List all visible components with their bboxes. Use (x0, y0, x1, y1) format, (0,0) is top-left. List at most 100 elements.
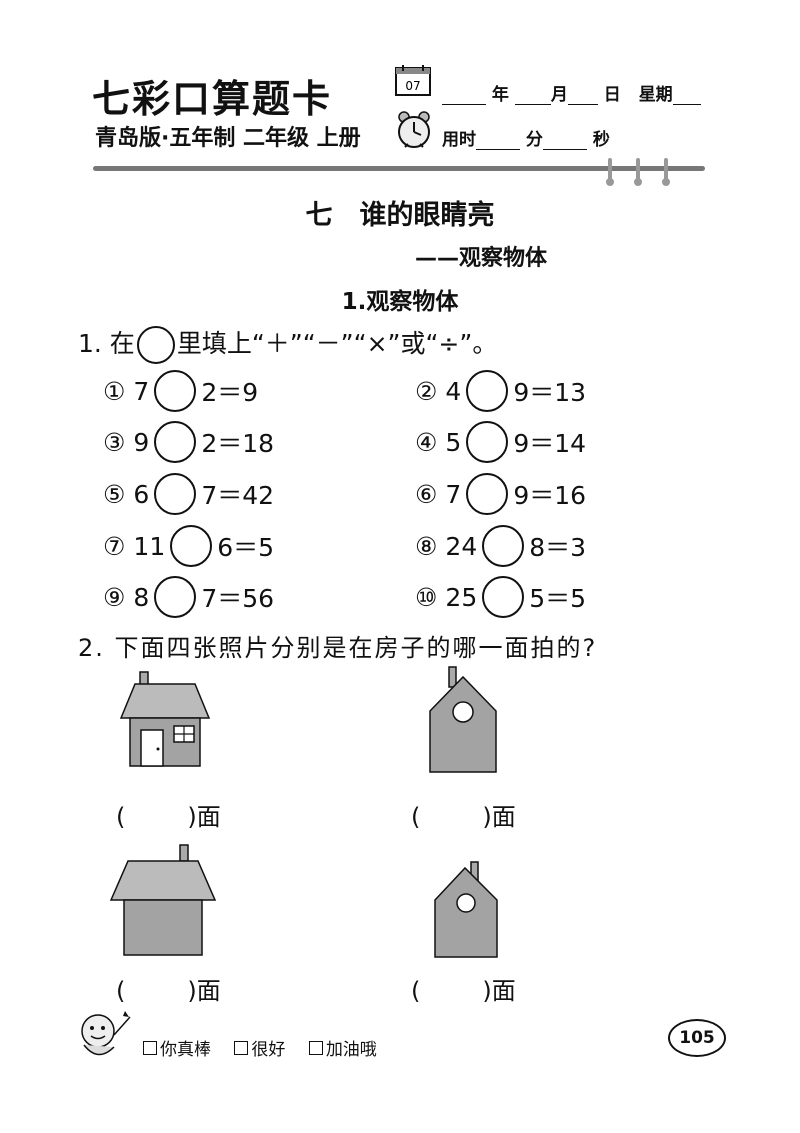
month-blank[interactable] (514, 86, 551, 105)
house-side-image (429, 666, 497, 773)
item-number: ⑥ (415, 479, 438, 509)
question2-prompt: 2. 下面四张照片分别是在房子的哪一面拍的? (78, 634, 598, 662)
rule-knob (608, 158, 612, 180)
operator-circle[interactable] (466, 421, 509, 463)
checkbox[interactable] (308, 1040, 323, 1055)
page-number: 105 (668, 1019, 726, 1057)
mascot-icon (81, 1011, 131, 1056)
answer-open: ( (116, 977, 126, 1005)
item-number: ④ (415, 427, 438, 457)
question1-prefix: 1. 在 (78, 329, 135, 358)
house-back-image (109, 844, 217, 956)
operator-circle[interactable] (154, 370, 197, 412)
operand-a: 7 (133, 376, 150, 406)
rating-options: 你真棒 很好 加油哦 (143, 1035, 395, 1060)
operator-circle[interactable] (170, 525, 213, 567)
month-label: 月 (550, 85, 568, 105)
time-label: 用时 (442, 130, 476, 150)
item-number: ⑩ (415, 582, 438, 612)
operand-a: 5 (445, 427, 462, 457)
rating-option[interactable]: 加油哦 (308, 1035, 377, 1060)
rating-label: 你真棒 (160, 1040, 211, 1060)
year-blank[interactable] (442, 86, 486, 105)
weekday-blank[interactable] (672, 86, 701, 105)
rule-knob (664, 158, 668, 180)
rule-dot (634, 178, 642, 186)
calendar-number: 07 (405, 79, 420, 93)
operator-circle[interactable] (154, 576, 197, 618)
answer-open: ( (116, 803, 126, 831)
answer-close: )面 (482, 977, 516, 1005)
operator-circle[interactable] (466, 370, 509, 412)
day-blank[interactable] (567, 86, 598, 105)
calendar-icon: 07 (395, 65, 431, 96)
weekday-label: 星期 (638, 85, 673, 105)
item-number: ⑧ (415, 531, 438, 561)
equation-rest: 2＝9 (201, 378, 259, 407)
operator-circle[interactable] (154, 421, 197, 463)
house-other-side-image (434, 861, 498, 958)
item-number: ⑨ (103, 582, 126, 612)
answer-close: )面 (187, 803, 221, 831)
operator-circle[interactable] (466, 473, 509, 515)
checkbox[interactable] (143, 1040, 157, 1055)
date-line: 年 月 日 星期 (442, 80, 701, 105)
item-number: ② (415, 376, 438, 406)
answer-close: )面 (187, 977, 221, 1005)
answer-close: )面 (482, 803, 516, 831)
equation-rest: 6＝5 (217, 533, 275, 562)
lesson-subtitle: ——观察物体 (415, 246, 548, 271)
rule-dot (606, 178, 614, 186)
operand-a: 7 (445, 479, 462, 509)
equation-rest: 5＝5 (529, 584, 587, 613)
operand-a: 24 (445, 531, 478, 561)
rating-label: 很好 (251, 1040, 286, 1060)
answer-open: ( (411, 803, 421, 831)
answer-open: ( (411, 977, 421, 1005)
answer-slot[interactable]: ( )面 (411, 971, 516, 1006)
operand-a: 4 (445, 376, 462, 406)
brand-title: 七彩口算题卡 (92, 77, 333, 121)
answer-slot[interactable]: ( )面 (116, 971, 221, 1006)
equation-rest: 2＝18 (201, 429, 275, 458)
minute-label: 分 (525, 130, 543, 150)
rating-option[interactable]: 你真棒 (143, 1035, 211, 1060)
operator-circle[interactable] (482, 525, 525, 567)
minute-blank[interactable] (476, 131, 520, 150)
operator-circle[interactable] (154, 473, 197, 515)
rating-label: 加油哦 (325, 1040, 377, 1060)
rule-knob (636, 158, 640, 180)
equation-rest: 9＝13 (513, 378, 587, 407)
answer-slot[interactable]: ( )面 (116, 797, 221, 832)
header-rule (93, 166, 705, 171)
section-title: 1.观察物体 (341, 289, 459, 315)
example-circle (136, 326, 175, 364)
equation-rest: 9＝14 (513, 429, 587, 458)
question1-suffix: 里填上“＋”“－”“×”或“÷”。 (176, 329, 498, 358)
equation-rest: 8＝3 (529, 533, 587, 562)
house-front-image (119, 671, 211, 767)
item-number: ⑤ (103, 479, 126, 509)
operand-a: 11 (133, 531, 166, 561)
day-label: 日 (603, 85, 621, 105)
equation-rest: 7＝42 (201, 481, 275, 510)
rating-option[interactable]: 很好 (234, 1035, 285, 1060)
operand-a: 8 (133, 582, 150, 612)
item-number: ③ (103, 427, 126, 457)
second-blank[interactable] (542, 131, 587, 150)
operator-circle[interactable] (482, 576, 525, 618)
answer-slot[interactable]: ( )面 (411, 797, 516, 832)
item-number: ① (103, 376, 126, 406)
time-line: 用时 分 秒 (442, 125, 610, 150)
checkbox[interactable] (234, 1040, 249, 1055)
item-number: ⑦ (103, 531, 126, 561)
operand-a: 9 (133, 427, 150, 457)
